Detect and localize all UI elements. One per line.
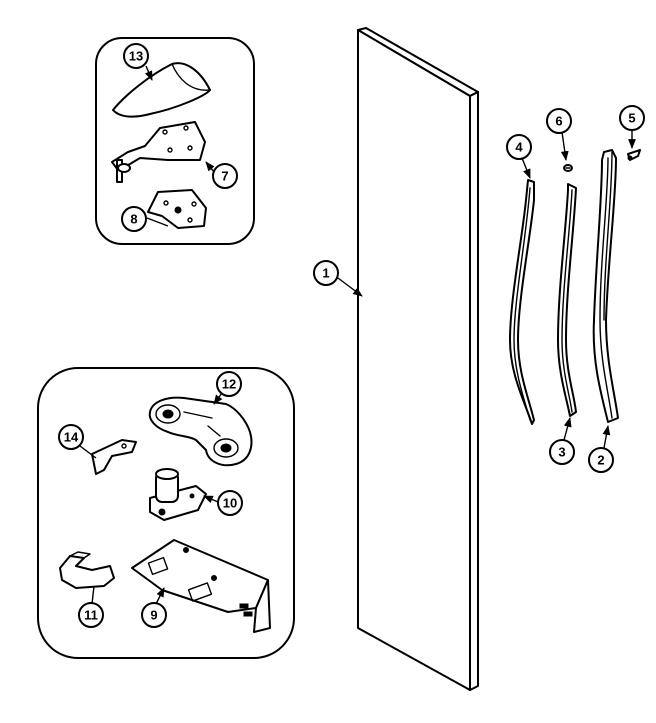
svg-text:12: 12 xyxy=(222,377,236,392)
callout-4: 4 xyxy=(506,134,532,179)
svg-text:13: 13 xyxy=(129,49,143,64)
svg-text:5: 5 xyxy=(628,111,635,126)
part-14-clip[interactable] xyxy=(91,439,137,475)
callout-12: 12 xyxy=(213,371,242,405)
part-3-handle[interactable] xyxy=(557,183,577,417)
callout-9: 9 xyxy=(141,587,167,628)
part-8-bracket-plate[interactable] xyxy=(147,189,207,229)
svg-text:4: 4 xyxy=(515,140,523,155)
svg-text:14: 14 xyxy=(64,430,79,445)
callout-3: 3 xyxy=(549,417,575,465)
callout-6: 6 xyxy=(546,108,572,161)
callout-5: 5 xyxy=(619,105,645,149)
callout-10: 10 xyxy=(203,490,243,516)
svg-text:2: 2 xyxy=(597,453,604,468)
part-5-screw[interactable] xyxy=(627,149,641,161)
svg-text:9: 9 xyxy=(150,608,157,623)
svg-text:10: 10 xyxy=(223,496,237,511)
svg-text:6: 6 xyxy=(555,114,562,129)
callout-2: 2 xyxy=(588,425,614,473)
part-6-screw[interactable] xyxy=(563,164,573,172)
part-7-hinge-plate[interactable] xyxy=(111,121,206,183)
callout-14: 14 xyxy=(58,424,97,459)
part-10-hinge-pin[interactable] xyxy=(149,468,207,521)
part-2-handle-trim[interactable] xyxy=(592,149,619,423)
svg-text:3: 3 xyxy=(558,445,565,460)
part-12-hinge-bracket[interactable] xyxy=(148,396,253,467)
svg-text:8: 8 xyxy=(130,212,137,227)
part-1-door-panel[interactable] xyxy=(357,27,479,691)
callout-1: 1 xyxy=(313,260,363,297)
inset-panel-bottom: 12 14 10 11 9 xyxy=(37,367,295,659)
callout-7: 7 xyxy=(205,161,238,189)
callout-13: 13 xyxy=(123,43,153,81)
svg-text:7: 7 xyxy=(221,169,228,184)
svg-text:1: 1 xyxy=(322,266,329,281)
callout-8: 8 xyxy=(121,206,169,232)
inset-panel-top: 13 7 8 xyxy=(95,37,255,245)
svg-text:11: 11 xyxy=(84,608,98,623)
callout-11: 11 xyxy=(78,585,104,628)
part-11-bent-clip[interactable] xyxy=(59,551,115,589)
part-4-gasket-strip[interactable] xyxy=(509,179,535,425)
